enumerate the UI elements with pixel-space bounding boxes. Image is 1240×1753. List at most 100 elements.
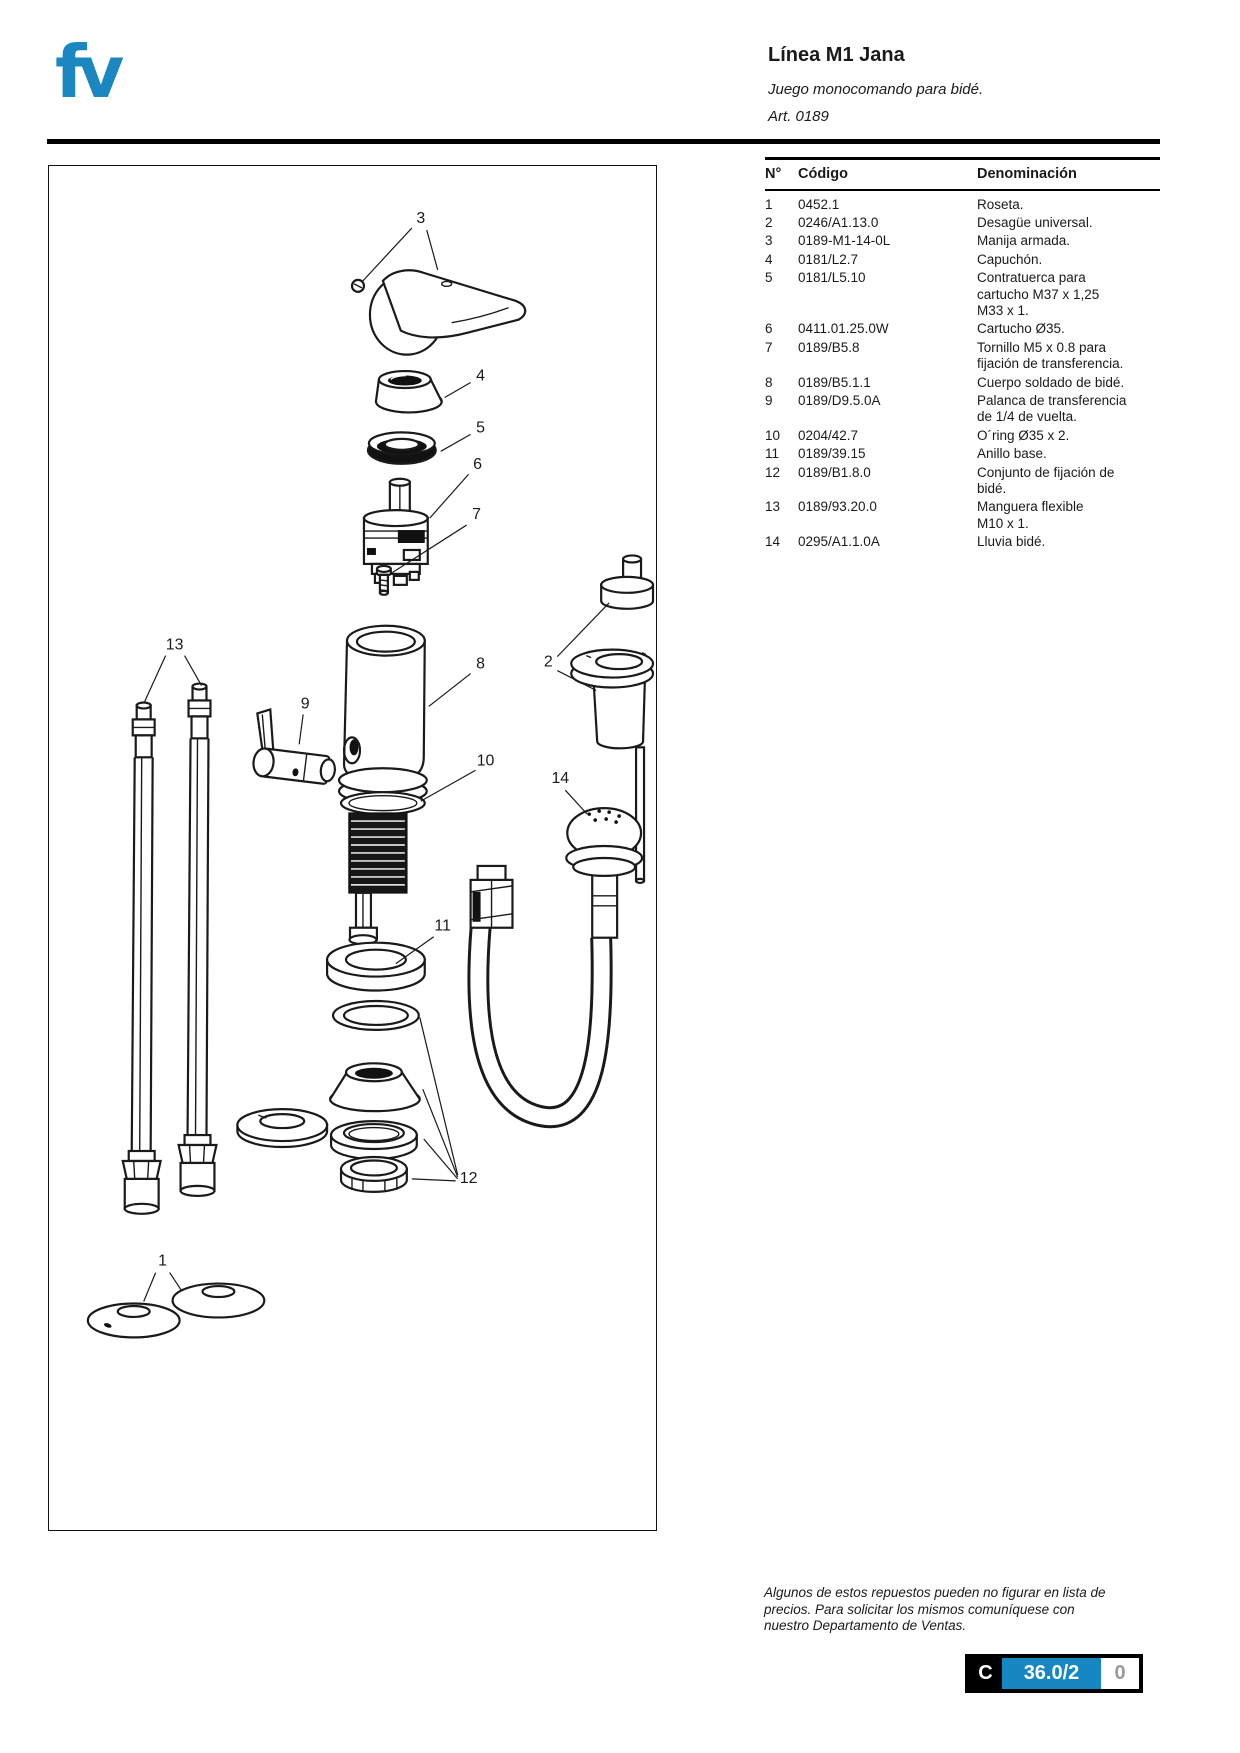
note-line: precios. Para solicitar los mismos comun… — [764, 1601, 1075, 1617]
part-manguera-derecha — [177, 682, 218, 1197]
cell-num: 7 — [765, 339, 773, 355]
page-title: Línea M1 Jana — [768, 44, 905, 66]
table-rule-top — [765, 157, 1160, 160]
cell-num: 14 — [765, 534, 781, 550]
cell-name: Lluvia bidé. — [977, 534, 1046, 550]
cell-num: 3 — [765, 233, 773, 249]
cell-code: 0246/A1.13.0 — [798, 214, 879, 230]
table-row: 2 0246/A1.13.0 Desagüe universal. — [765, 215, 1160, 231]
part-manguera-izquierda — [121, 701, 162, 1215]
callout-8: 8 — [476, 656, 485, 673]
callout-11: 11 — [434, 918, 451, 935]
part-cuerpo-rosca — [348, 812, 408, 946]
article-number: Art. 0189 — [768, 108, 829, 125]
note-line: Algunos de estos repuestos pueden no fig… — [764, 1585, 1106, 1600]
badge-revision: 0 — [1101, 1658, 1139, 1689]
cell-code: 0411.01.25.0W — [798, 321, 889, 337]
cell-code: 0181/L5.10 — [798, 270, 866, 286]
part-tornillo — [375, 564, 392, 596]
callout-6: 6 — [473, 456, 482, 473]
footer-note: Algunos de estos repuestos pueden no fig… — [764, 1585, 1124, 1635]
cell-num: 12 — [765, 464, 781, 480]
cell-num: 2 — [765, 214, 773, 230]
part-contratuerca — [366, 431, 437, 465]
callout-1: 1 — [158, 1253, 167, 1270]
part-anillo-base — [325, 941, 426, 992]
callout-10: 10 — [477, 752, 495, 769]
table-row: 14 0295/A1.1.0A Lluvia bidé. — [765, 534, 1160, 550]
header-block: Línea M1 Jana Juego monocomando para bid… — [768, 44, 1168, 125]
catalog-index-badge: C 36.0/2 0 — [965, 1654, 1143, 1693]
part-conjunto-fijacion — [328, 999, 421, 1193]
callout-2: 2 — [544, 654, 553, 671]
cell-num: 1 — [765, 196, 773, 212]
cell-code: 0189/93.20.0 — [798, 499, 877, 515]
column-header-num: N° — [765, 165, 782, 182]
cell-code: 0295/A1.1.0A — [798, 534, 880, 550]
cell-name: Manija armada. — [977, 233, 1071, 249]
part-desague — [570, 554, 655, 884]
page-subtitle: Juego monocomando para bidé. — [768, 81, 984, 98]
exploded-diagram-box: 3 4 5 6 7 8 2 10 14 9 13 11 12 1 — [48, 165, 657, 1531]
callout-14: 14 — [551, 770, 569, 787]
cell-code: 0189/B5.8 — [798, 339, 860, 355]
cell-name: O´ring Ø35 x 2. — [977, 427, 1070, 443]
table-row: 8 0189/B5.1.1 Cuerpo soldado de bidé. — [765, 375, 1160, 391]
cell-code: 0181/L2.7 — [798, 251, 859, 267]
part-oring — [339, 791, 426, 816]
part-roseta-izquierda — [86, 1302, 181, 1339]
header-rule — [47, 139, 1160, 144]
callout-13: 13 — [166, 637, 184, 654]
callout-4: 4 — [476, 368, 485, 385]
part-lluvia — [467, 807, 644, 1129]
cell-num: 9 — [765, 392, 773, 408]
cell-num: 11 — [765, 446, 780, 462]
cell-name: Cartucho Ø35. — [977, 321, 1065, 337]
cell-name: Capuchón. — [977, 251, 1043, 267]
callouts: 3 4 5 6 7 8 2 10 14 9 13 11 12 1 — [158, 210, 569, 1270]
callout-3: 3 — [416, 210, 425, 227]
cell-name: Cuerpo soldado de bidé. — [977, 374, 1125, 390]
callout-7: 7 — [472, 506, 481, 523]
part-palanca — [252, 708, 336, 785]
cell-num: 8 — [765, 374, 773, 390]
part-roseta-derecha — [171, 1282, 266, 1319]
cell-num: 5 — [765, 270, 773, 286]
cell-num: 10 — [765, 427, 781, 443]
cell-code: 0189/B5.1.1 — [798, 374, 871, 390]
column-header-code: Código — [798, 165, 848, 182]
part-capuchon — [374, 369, 443, 414]
badge-page-code: 36.0/2 — [1002, 1658, 1101, 1689]
note-line: nuestro Departamento de Ventas. — [764, 1618, 967, 1634]
callout-12: 12 — [460, 1170, 478, 1187]
column-header-name: Denominación — [977, 165, 1077, 182]
cell-name: Anillo base. — [977, 446, 1047, 462]
leader-lines — [143, 227, 610, 1302]
fv-logo: fv — [55, 30, 124, 114]
cell-code: 0189/D9.5.0A — [798, 392, 881, 408]
badge-section-letter: C — [969, 1658, 1002, 1689]
exploded-diagram: 3 4 5 6 7 8 2 10 14 9 13 11 12 1 — [86, 210, 655, 1339]
cell-name: Desagüe universal. — [977, 214, 1093, 230]
part-arandela — [236, 1108, 329, 1149]
part-manija — [350, 269, 527, 356]
cell-num: 4 — [765, 251, 773, 267]
part-cartucho — [362, 477, 429, 586]
callout-5: 5 — [476, 419, 485, 436]
cell-num: 13 — [765, 499, 781, 515]
